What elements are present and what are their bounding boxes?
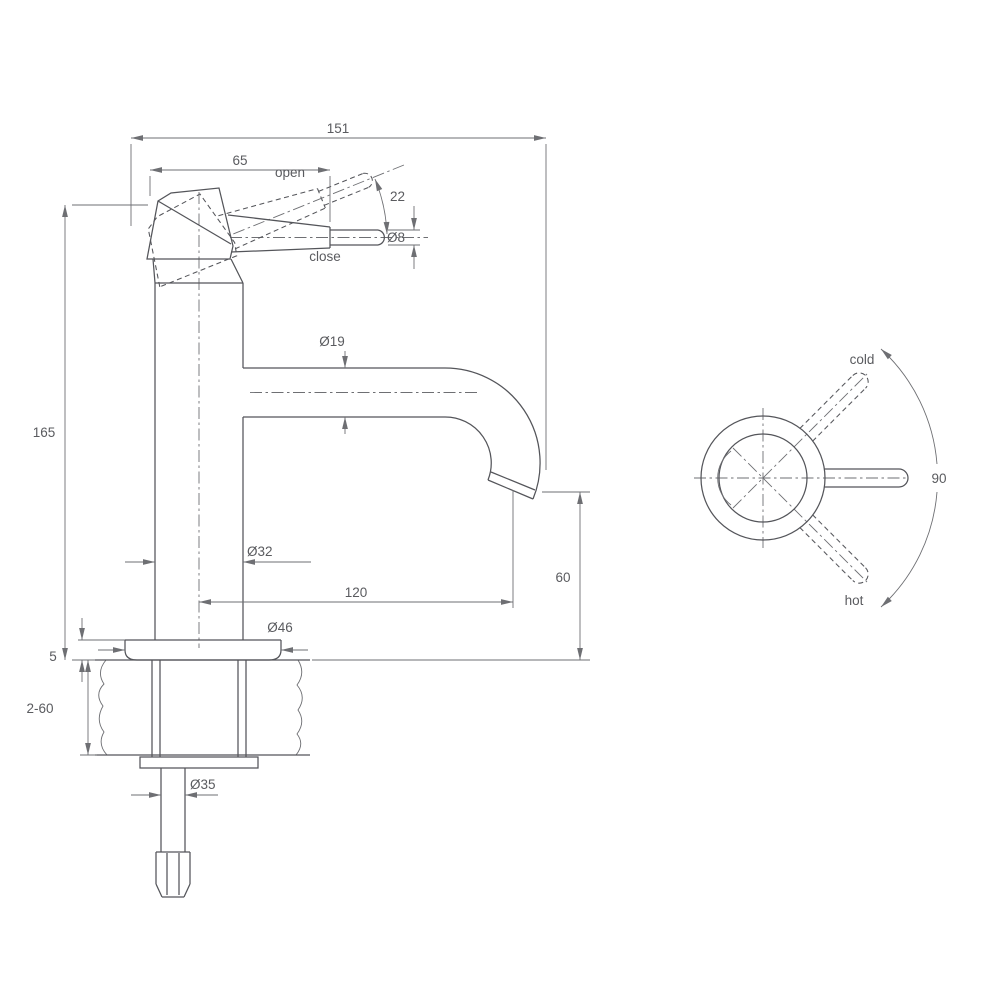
- dimension-deck-thickness-range: 2-60: [26, 660, 97, 756]
- dimension-hole-diameter: Ø35: [131, 777, 218, 798]
- dim-d8-label: Ø8: [387, 230, 405, 245]
- top-view: 90 cold hot: [694, 348, 947, 608]
- topview-handle-center: [824, 468, 909, 488]
- hex-fitting: [155, 851, 191, 898]
- lever-cone-bottom: [230, 247, 331, 253]
- dimension-handle-reach: 65: [149, 153, 331, 222]
- handle-cone-edge: [717, 450, 732, 506]
- open-label: open: [275, 165, 305, 180]
- handle-collar: [152, 258, 244, 284]
- dimension-lever-diameter: Ø8: [387, 206, 420, 269]
- spout-bottom: [243, 416, 492, 481]
- dim-22-label: 22: [390, 189, 405, 204]
- spout-top: [243, 367, 541, 500]
- mounting-washer: [139, 756, 259, 769]
- body-inner-circle: [718, 433, 808, 523]
- swing-angle-arc: 90: [880, 348, 947, 608]
- supply-pipe: [160, 768, 186, 852]
- angle-arc: [374, 178, 390, 235]
- topview-handle-cold-position: [799, 372, 869, 442]
- dim-2-60-label: 2-60: [26, 701, 53, 716]
- dimension-total-height: 165: [33, 204, 148, 661]
- flange-body: [124, 640, 282, 661]
- dim-60-label: 60: [555, 570, 570, 585]
- handle-edge-line: [157, 200, 232, 245]
- dim-165-label: 165: [33, 425, 56, 440]
- dim-d35-label: Ø35: [190, 777, 216, 792]
- topview-diagonal-hot: [732, 447, 868, 583]
- spout-outlet-face: [487, 479, 534, 500]
- dim-65-label: 65: [232, 153, 247, 168]
- mounting-shank: [139, 660, 259, 898]
- side-view: 151 65 open close 22 Ø8 Ø19: [26, 121, 590, 898]
- dimension-body-diameter: Ø32: [125, 544, 311, 565]
- spout-outlet-rim: [490, 471, 536, 491]
- handle-outline: [146, 187, 234, 260]
- dimension-spout-reach: 120: [199, 490, 514, 608]
- cold-label: cold: [850, 352, 875, 367]
- dimension-base-diameter: Ø46: [98, 620, 308, 653]
- body-outer-circle: [700, 415, 826, 541]
- dimension-spout-height: 60: [312, 491, 590, 661]
- topview-diagonal-cold: [732, 373, 868, 509]
- dimension-spout-diameter: Ø19: [319, 334, 348, 434]
- base-flange: [124, 639, 282, 661]
- handle-angle-annotation: open close 22: [275, 165, 405, 264]
- close-label: close: [309, 249, 341, 264]
- dim-d32-label: Ø32: [247, 544, 273, 559]
- handle-close-position: [146, 187, 385, 284]
- dim-d19-label: Ø19: [319, 334, 345, 349]
- dim-120-label: 120: [345, 585, 368, 600]
- handle-open-position: [147, 164, 406, 288]
- dim-5-label: 5: [49, 649, 57, 664]
- dim-d46-label: Ø46: [267, 620, 293, 635]
- counter-hatch-right: [245, 659, 303, 756]
- lever-cone-top: [227, 214, 331, 228]
- topview-handle-hot-position: [799, 514, 869, 584]
- hot-label: hot: [845, 593, 864, 608]
- dim-90-label: 90: [931, 471, 946, 486]
- dim-151-label: 151: [327, 121, 350, 136]
- counter-hatch-left: [98, 659, 153, 756]
- spout: [243, 367, 541, 500]
- countertop-section: [95, 659, 310, 756]
- dimension-total-width: 151: [130, 121, 547, 470]
